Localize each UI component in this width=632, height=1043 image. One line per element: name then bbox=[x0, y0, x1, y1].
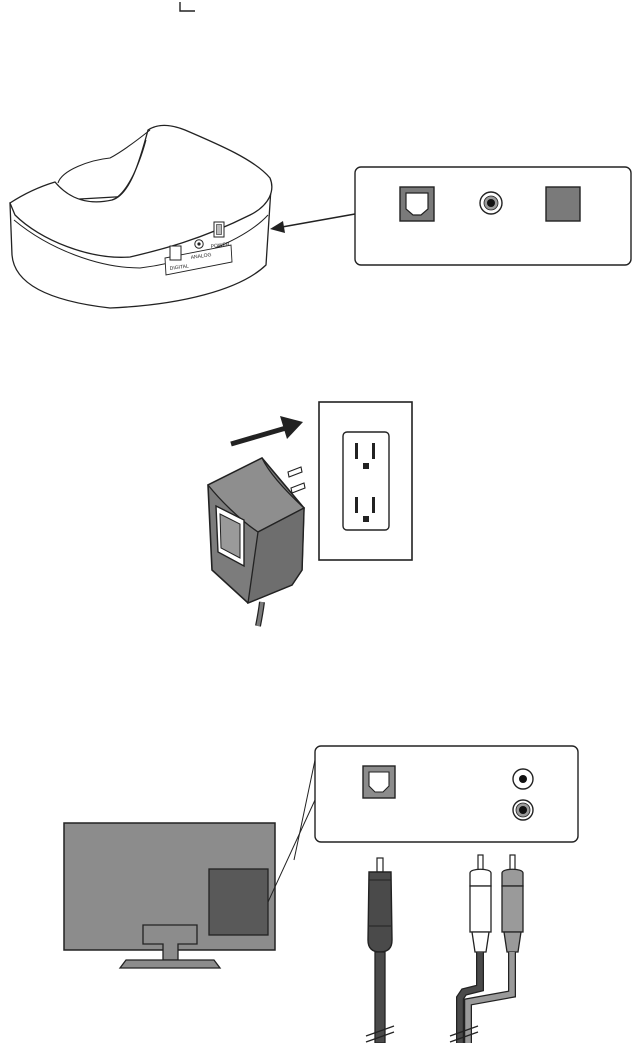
power-adapter-icon bbox=[208, 458, 305, 626]
rca-cable-icon bbox=[450, 855, 523, 1043]
arrow-icon bbox=[231, 416, 303, 444]
power-port-icon bbox=[546, 187, 580, 221]
optical-port-icon bbox=[400, 187, 434, 221]
wall-outlet-icon bbox=[319, 402, 412, 560]
tv-port-callout-box bbox=[315, 746, 578, 842]
top-mark bbox=[180, 2, 195, 11]
analog-jack-icon bbox=[513, 769, 533, 789]
optical-cable-icon bbox=[366, 858, 394, 1043]
callout-line bbox=[294, 760, 315, 860]
television-icon bbox=[64, 823, 275, 968]
analog-jack-icon bbox=[513, 800, 533, 820]
port-callout-box bbox=[355, 167, 631, 265]
optical-port-icon bbox=[363, 766, 395, 798]
analog-jack-icon bbox=[480, 192, 502, 214]
receiver-device-icon bbox=[10, 125, 272, 308]
arrow-icon bbox=[270, 214, 355, 233]
